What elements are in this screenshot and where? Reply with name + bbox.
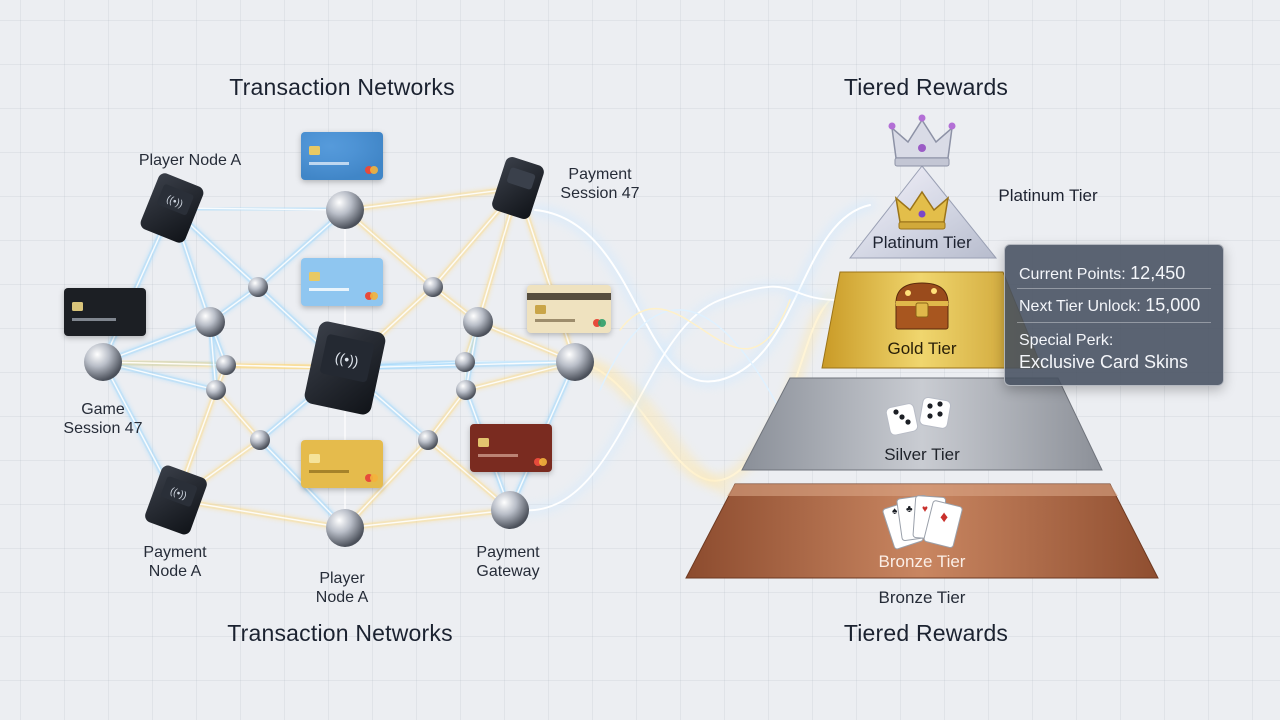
player-node-a-label: Player Node A — [138, 152, 242, 169]
svg-text:♠: ♠ — [892, 506, 898, 517]
playing-cards-icon: ♠ ♣ ♥ ♦ — [882, 495, 963, 550]
credit-cards — [64, 132, 611, 488]
network-node-sphere — [556, 343, 594, 381]
svg-text:((•)): ((•)) — [168, 486, 188, 502]
next-tier-label: Next Tier Unlock: — [1019, 298, 1141, 315]
rewards-heading-bottom: Tiered Rewards — [843, 620, 1009, 646]
svg-text:((•)): ((•)) — [334, 349, 360, 370]
network-heading-top: Transaction Networks — [229, 74, 455, 100]
network-node-sphere — [463, 307, 493, 337]
network-edge — [102, 321, 211, 363]
network-node-sphere — [455, 352, 475, 372]
current-points-row: Current Points: 12,450 — [1019, 263, 1185, 284]
network-edge — [102, 361, 217, 391]
card-reader-icon: ((•)) — [145, 465, 207, 535]
network-edge — [427, 389, 467, 441]
network-node-sphere — [326, 191, 364, 229]
flow-ribbon — [619, 299, 791, 350]
payment-gateway-label: Payment Gateway — [476, 543, 539, 581]
network-node-sphere — [250, 430, 270, 450]
rewards-heading-top: Tiered Rewards — [843, 74, 1009, 100]
payment-session-line2: Session 47 — [560, 185, 640, 202]
player-node-a-bottom-label: Player Node A — [316, 569, 368, 607]
current-points-label: Current Points: — [1019, 266, 1126, 283]
credit-card-icon — [64, 288, 146, 336]
network-node-sphere — [418, 430, 438, 450]
game-session-line1: Game — [81, 401, 125, 418]
payment-gateway-line1: Payment — [476, 544, 540, 561]
silver-tier-label: Silver Tier — [884, 445, 960, 464]
network-edge — [344, 187, 519, 211]
info-divider — [1017, 322, 1211, 323]
platinum-tier-label: Platinum Tier — [872, 233, 972, 252]
perk-value: Exclusive Card Skins — [1019, 352, 1189, 372]
card-reader-icon: ((•)) — [140, 173, 204, 243]
network-edge — [344, 209, 434, 288]
payment-node-a-line2: Node A — [148, 563, 202, 580]
network-node-sphere — [491, 491, 529, 529]
card-reader-icon — [492, 157, 544, 219]
svg-text:♥: ♥ — [922, 504, 928, 515]
bronze-tier-below-label: Bronze Tier — [878, 588, 966, 607]
payment-node-a-label: Payment Node A — [143, 543, 206, 581]
network-edge — [215, 389, 261, 441]
network-edge — [171, 207, 346, 211]
network-edge — [344, 509, 511, 529]
current-points-value: 12,450 — [1130, 263, 1186, 283]
payment-session-label: Payment Session 47 — [560, 165, 639, 203]
player-node-a-bottom-line2: Node A — [315, 589, 369, 606]
credit-card-icon — [527, 285, 611, 333]
network-heading-bottom: Transaction Networks — [227, 620, 453, 646]
perk-label: Special Perk: — [1019, 332, 1114, 349]
network-node-sphere — [456, 380, 476, 400]
credit-card-icon — [301, 258, 383, 306]
game-session-label: Game Session 47 — [63, 400, 142, 438]
bronze-tier-label: Bronze Tier — [878, 552, 966, 571]
network-edge — [344, 439, 429, 529]
treasure-chest-icon — [895, 282, 949, 330]
payment-session-line1: Payment — [568, 166, 632, 183]
bronze-tier-top — [727, 484, 1118, 496]
flow-ribbon — [599, 309, 781, 411]
credit-card-icon — [470, 424, 552, 472]
player-node-a-bottom-line1: Player — [319, 570, 365, 587]
credit-card-icon — [301, 132, 383, 180]
info-divider — [1017, 288, 1211, 289]
game-session-line2: Session 47 — [63, 420, 143, 437]
platinum-tier-side-label: Platinum Tier — [998, 186, 1098, 205]
rewards-info-panel: Current Points: 12,450 Next Tier Unlock:… — [1004, 244, 1224, 386]
flow-ribbon — [579, 299, 831, 482]
dice-icon — [885, 396, 952, 436]
network-node-sphere — [195, 307, 225, 337]
card-reader-icon: ((•)) — [304, 321, 386, 415]
crown-icon — [894, 190, 950, 230]
payment-gateway-line2: Gateway — [476, 563, 540, 580]
flow-ribbon — [534, 204, 871, 383]
network-node-sphere — [326, 509, 364, 547]
next-tier-row: Next Tier Unlock: 15,000 — [1019, 295, 1200, 316]
gold-tier-label: Gold Tier — [887, 339, 957, 358]
network-node-sphere — [216, 355, 236, 375]
crown-icon — [888, 114, 956, 167]
next-tier-value: 15,000 — [1145, 295, 1201, 315]
network-edge — [175, 499, 346, 529]
credit-card-icon — [301, 440, 383, 488]
network-nodes — [84, 191, 594, 547]
network-node-sphere — [423, 277, 443, 297]
network-node-sphere — [248, 277, 268, 297]
card-readers: ((•)) ((•)) ((•)) — [140, 157, 544, 535]
payment-node-a-line1: Payment — [143, 544, 207, 561]
network-node-sphere — [206, 380, 226, 400]
network-edge — [257, 209, 346, 288]
network-node-sphere — [84, 343, 122, 381]
svg-text:♦: ♦ — [940, 509, 948, 526]
svg-text:♣: ♣ — [906, 504, 913, 515]
